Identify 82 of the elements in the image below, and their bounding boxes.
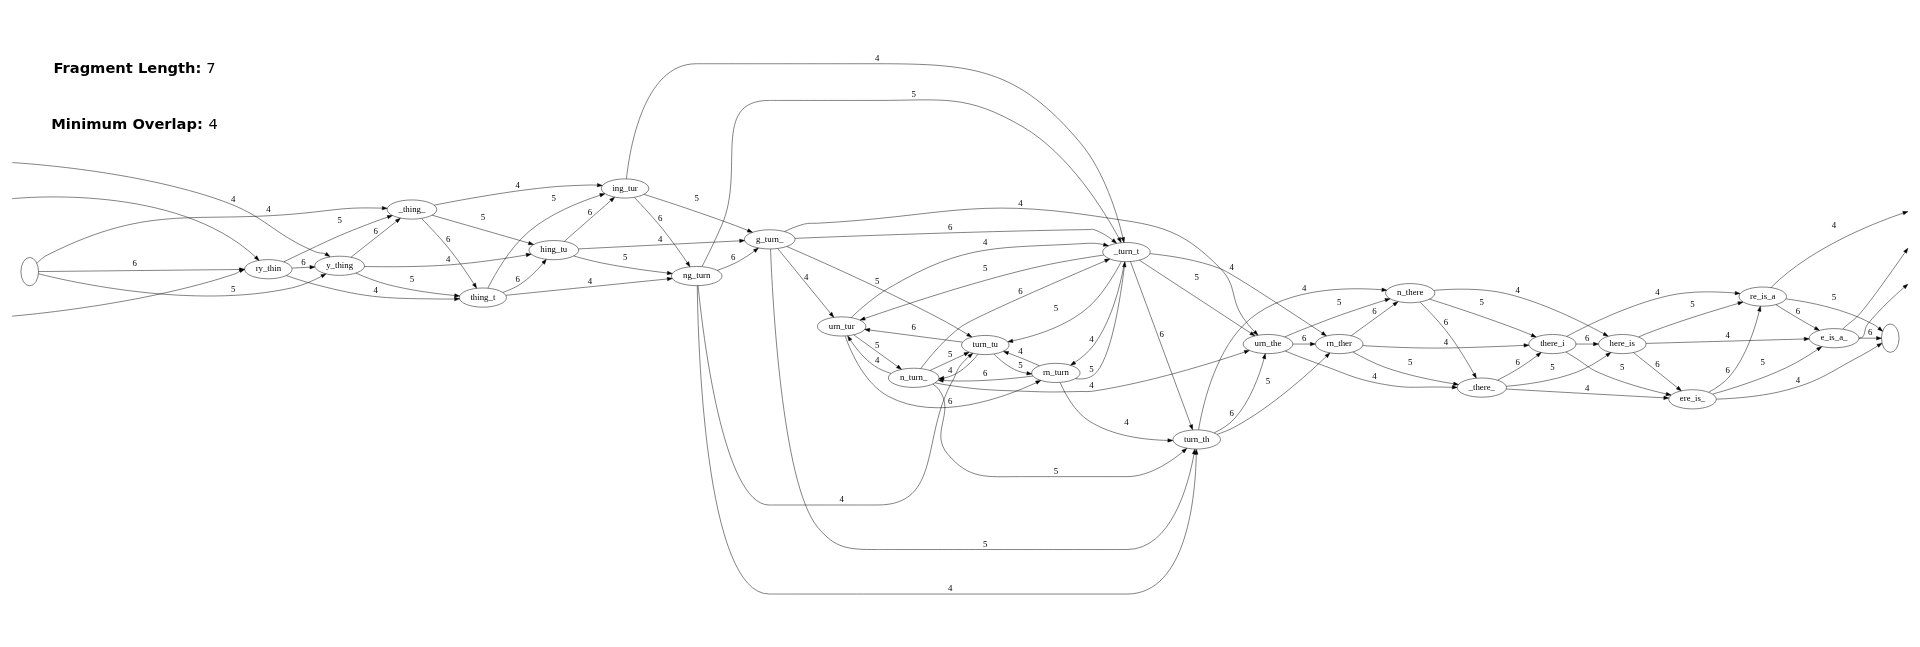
edge-label: 5 [622,251,628,262]
edge-label: 4 [1831,219,1837,230]
edge-label: 4 [1089,379,1094,390]
edge-label: 4 [1018,197,1023,208]
edge-label: 6 [515,273,520,284]
edge-label: 6 [1229,407,1235,418]
edge-label: 6 [983,367,988,378]
edge-label: 4 [587,275,593,286]
edge-label: 6 [731,251,736,262]
edge-label: 5 [480,211,486,222]
edge-label: 4 [515,179,520,190]
edge-label: 6 [1584,332,1590,343]
edge-label: 5 [1407,356,1413,367]
edge-label: 5 [694,192,699,203]
edge-label: 4 [1725,329,1730,340]
edge-label: 5 [231,283,236,294]
edge-label: 4 [1372,370,1377,381]
edge-label: 6 [658,212,663,223]
edge-label: 5 [1831,291,1837,302]
edge-label: 5 [874,275,880,286]
label: Minimum Overlap: 4 [51,114,218,132]
edge-label: 5 [1620,361,1625,372]
edge-label: 4 [658,233,663,244]
edge-label: 5 [983,262,988,273]
edge-label: 6 [1655,358,1660,369]
edge-label: 5 [1018,359,1023,370]
edge-label: 6 [1159,328,1164,339]
edge-label: 4 [947,582,953,593]
edge-label: 4 [947,364,953,375]
edge-label: 6 [1795,305,1801,316]
edge-label: 6 [373,225,378,236]
edge-label: 5 [1690,298,1695,309]
edge-label: 5 [1550,361,1555,372]
edge-label: 6 [1372,305,1377,316]
label: Fragment Length: 7 [53,58,216,76]
edge-label: 5 [1265,375,1271,386]
edge-label: 6 [947,221,953,232]
edge-label: 5 [983,538,988,549]
edge-label: 4 [874,52,880,63]
edge-label: 5 [874,339,880,350]
edge-label: 5 [1337,296,1342,307]
edge-label: 6 [1725,364,1730,375]
edge-label: 4 [983,236,988,247]
edge-label: 4 [1018,345,1023,356]
edge-label: 5 [911,88,916,99]
edge-label: 5 [1194,271,1199,282]
edge-label: 4 [266,203,271,214]
edge-label: 6 [301,256,306,267]
edge-label: 4 [231,193,236,204]
edge-label: 5 [409,273,415,284]
edge-label: 4 [1229,261,1235,272]
edge-label: 6 [1443,316,1449,327]
edge-label: 4 [1515,284,1520,295]
edge-label: 4 [1089,333,1094,344]
edge-label: 4 [373,284,378,295]
edge-label: 4 [445,253,451,264]
edge-label: 4 [874,354,880,365]
edge-label: 6 [1868,326,1873,337]
edge-label: 6 [587,206,593,217]
edge-label: 5 [551,192,557,203]
edge-label: 4 [1584,382,1590,393]
edge-label: 5 [1089,363,1094,374]
edge-label: 6 [1515,356,1520,367]
edge-label: 4 [1301,282,1307,293]
edge-label: 4 [1443,336,1449,347]
edge-label: 4 [1124,416,1129,427]
edge-label: 4 [1795,374,1801,385]
edge-label: 6 [1301,332,1307,343]
edge-label: 6 [445,233,451,244]
edge-label: 6 [947,395,953,406]
edge-label: 4 [839,493,844,504]
edge-label: 5 [1479,296,1485,307]
edge-label: 6 [132,257,137,268]
edge-label: 6 [911,321,916,332]
edge-label: 5 [1053,465,1059,476]
edge-label: 5 [1053,302,1059,313]
edge-label: 5 [947,348,953,359]
edge-label: 5 [337,214,342,225]
edge-label: 4 [1655,286,1660,297]
edge-label: 5 [1760,356,1765,367]
edge-label: 6 [1018,285,1023,296]
edge-label: 4 [804,271,809,282]
